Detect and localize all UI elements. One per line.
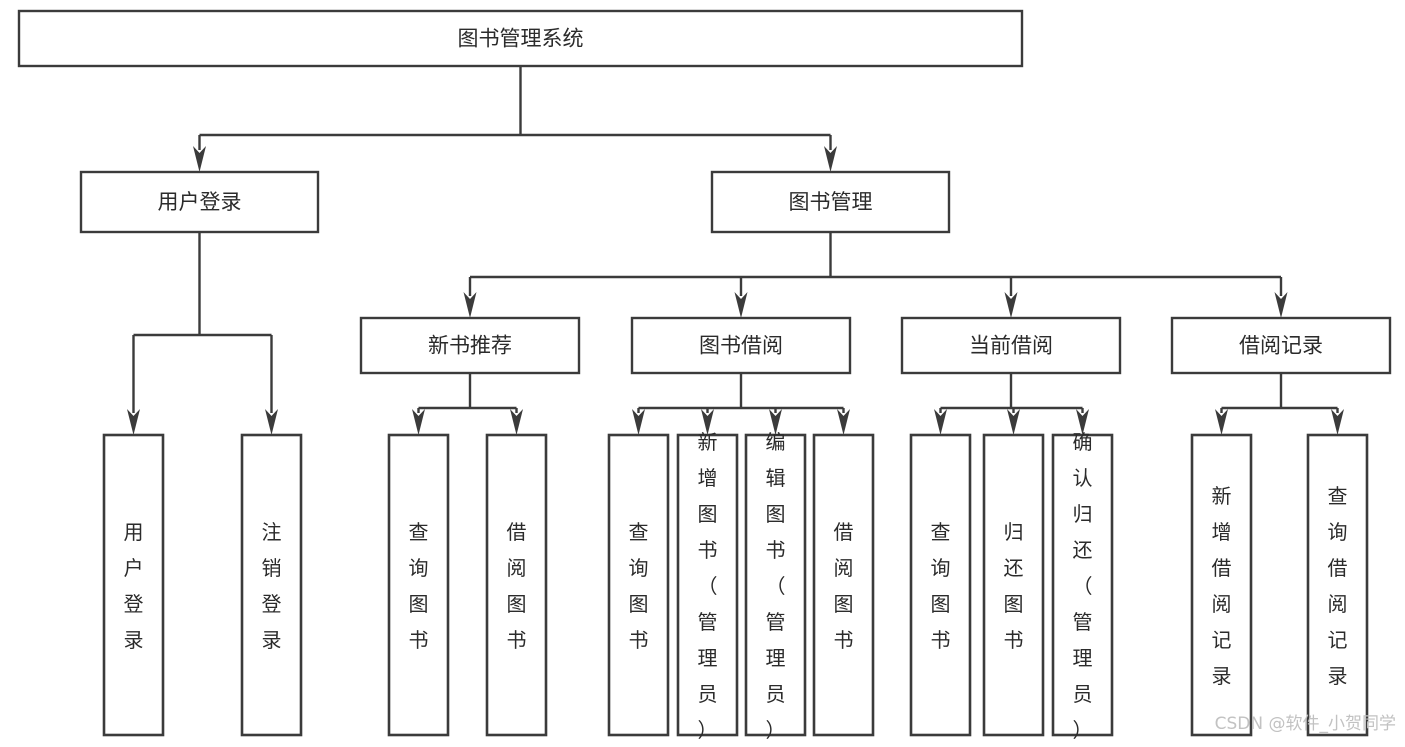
node-label: 查询借阅记录	[1328, 484, 1348, 688]
node-label: 借阅记录	[1239, 334, 1323, 358]
node-box	[812, 433, 875, 737]
node-label: 新书推荐	[428, 334, 512, 358]
node-leaf-confirm-return[interactable]: 确认归还（管理员）	[1051, 430, 1114, 742]
node-book-borrow[interactable]: 图书借阅	[630, 316, 852, 375]
node-user-login[interactable]: 用户登录	[79, 170, 320, 234]
node-label: 归还图书	[1004, 520, 1024, 652]
node-leaf-query-book-1[interactable]: 查询图书	[387, 433, 450, 737]
node-label: 借阅图书	[834, 520, 854, 652]
node-label: 查询图书	[629, 520, 649, 652]
node-box	[240, 433, 303, 737]
arrow-head-icon	[265, 409, 278, 435]
node-leaf-edit-book[interactable]: 编辑图书（管理员）	[744, 430, 807, 742]
node-label: 用户登录	[158, 190, 242, 214]
node-box	[387, 433, 450, 737]
node-leaf-user-logout[interactable]: 注销登录	[240, 433, 303, 737]
node-borrow-record[interactable]: 借阅记录	[1170, 316, 1392, 375]
arrow-head-icon	[1007, 409, 1020, 435]
node-box	[982, 433, 1045, 737]
node-new-book-rec[interactable]: 新书推荐	[359, 316, 581, 375]
node-box	[485, 433, 548, 737]
node-box	[744, 433, 807, 737]
arrow-head-icon	[463, 292, 477, 318]
node-leaf-borrow-book-2[interactable]: 借阅图书	[812, 433, 875, 737]
node-box	[900, 316, 1122, 375]
node-label: 编辑图书（管理员）	[766, 430, 786, 742]
arrow-head-icon	[1215, 409, 1228, 435]
node-layer: 图书管理系统用户登录图书管理新书推荐图书借阅当前借阅借阅记录用户登录注销登录查询…	[17, 9, 1392, 742]
node-label: 用户登录	[124, 520, 144, 652]
arrow-head-icon	[701, 409, 714, 435]
node-leaf-query-book-2[interactable]: 查询图书	[607, 433, 670, 737]
node-root[interactable]: 图书管理系统	[17, 9, 1024, 68]
node-current-borrow[interactable]: 当前借阅	[900, 316, 1122, 375]
node-box	[1190, 433, 1253, 737]
node-label: 当前借阅	[969, 334, 1053, 358]
node-label: 图书借阅	[699, 334, 783, 358]
node-leaf-borrow-book-1[interactable]: 借阅图书	[485, 433, 548, 737]
node-box	[607, 433, 670, 737]
arrow-head-icon	[824, 146, 837, 172]
node-leaf-query-record[interactable]: 查询借阅记录	[1306, 433, 1369, 737]
arrow-head-icon	[734, 292, 748, 318]
arrow-head-icon	[837, 409, 850, 435]
node-box	[359, 316, 581, 375]
node-label: 新增借阅记录	[1212, 484, 1232, 688]
node-label: 确认归还（管理员）	[1073, 430, 1093, 742]
node-leaf-query-book-3[interactable]: 查询图书	[909, 433, 972, 737]
arrow-head-icon	[1076, 409, 1089, 435]
node-box	[1170, 316, 1392, 375]
node-label: 查询图书	[931, 520, 951, 652]
node-box	[676, 433, 739, 737]
node-box	[79, 170, 320, 234]
node-leaf-user-login[interactable]: 用户登录	[102, 433, 165, 737]
node-label: 借阅图书	[507, 520, 527, 652]
node-box	[909, 433, 972, 737]
node-label: 注销登录	[262, 520, 282, 652]
csdn-watermark: CSDN @软件_小贺同学	[1215, 714, 1396, 734]
node-leaf-return-book[interactable]: 归还图书	[982, 433, 1045, 737]
node-label: 新增图书（管理员）	[698, 430, 718, 742]
node-leaf-add-book[interactable]: 新增图书（管理员）	[676, 430, 739, 742]
node-label: 查询图书	[409, 520, 429, 652]
arrow-head-icon	[510, 409, 523, 435]
arrow-head-icon	[769, 409, 782, 435]
node-box	[1051, 433, 1114, 737]
arrow-head-icon	[1004, 292, 1018, 318]
arrow-head-icon	[934, 409, 947, 435]
arrow-head-icon	[1274, 292, 1288, 318]
node-book-manage[interactable]: 图书管理	[710, 170, 951, 234]
node-label: 图书管理系统	[458, 27, 584, 51]
node-label: 图书管理	[789, 190, 873, 214]
connector-layer	[127, 66, 1344, 435]
arrow-head-icon	[127, 409, 140, 435]
node-leaf-add-record[interactable]: 新增借阅记录	[1190, 433, 1253, 737]
node-box	[17, 9, 1024, 68]
node-box	[630, 316, 852, 375]
node-box	[1306, 433, 1369, 737]
arrow-head-icon	[412, 409, 425, 435]
node-box	[710, 170, 951, 234]
arrow-head-icon	[1331, 409, 1344, 435]
arrow-head-icon	[632, 409, 645, 435]
node-box	[102, 433, 165, 737]
arrow-head-icon	[193, 146, 206, 172]
